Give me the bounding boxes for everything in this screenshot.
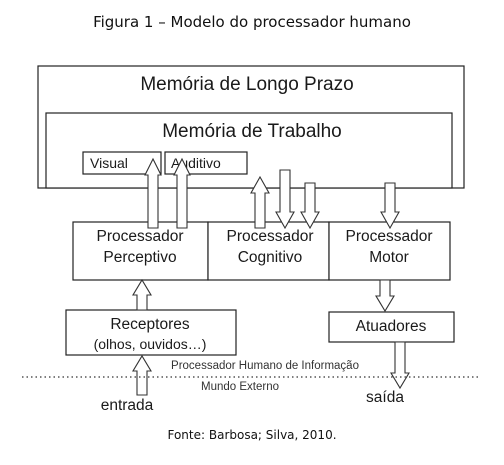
actuators-box — [328, 311, 455, 343]
receptors-label-2: (olhos, ouvidos…) — [94, 336, 207, 352]
long-term-memory-label: Memória de Longo Prazo — [140, 74, 353, 95]
perceptual-processor-box — [72, 221, 209, 281]
working-memory-box — [45, 112, 453, 189]
cognitive-up-arrow — [250, 175, 270, 229]
visual-label: Visual — [90, 155, 128, 171]
cognitive-processor-label-1: Processador — [226, 228, 313, 245]
motor-to-actuators-arrow — [375, 279, 395, 313]
human-processor-label: Processador Humano de Informação — [171, 360, 359, 372]
output-label: saída — [366, 389, 404, 406]
perceptual-to-auditivo-arrow — [173, 157, 191, 229]
figure-title: Figura 1 – Modelo do processador humano — [93, 13, 411, 31]
cognitive-down-arrow-2 — [300, 182, 320, 230]
perceptual-processor-label-2: Perceptivo — [103, 249, 176, 266]
input-arrow — [132, 354, 152, 396]
external-world-label: Mundo Externo — [201, 381, 279, 393]
perceptual-processor-label-1: Processador — [96, 228, 183, 245]
actuators-label: Atuadores — [356, 318, 427, 335]
cognitive-processor-label-2: Cognitivo — [238, 249, 303, 266]
receptors-box — [65, 309, 237, 356]
motor-processor-label-1: Processador — [345, 228, 432, 245]
output-arrow — [390, 341, 410, 390]
memory-to-motor-arrow — [380, 182, 400, 230]
figure-source: Fonte: Barbosa; Silva, 2010. — [167, 428, 337, 442]
cognitive-processor-box — [207, 221, 330, 281]
perceptual-to-visual-arrow — [144, 157, 162, 229]
working-memory-label: Memória de Trabalho — [162, 121, 342, 142]
receptors-to-perceptual-arrow — [132, 278, 152, 311]
cognitive-down-arrow-1 — [275, 169, 295, 230]
receptors-label-1: Receptores — [110, 316, 190, 333]
input-label: entrada — [101, 397, 154, 414]
visual-box — [82, 151, 162, 175]
motor-processor-label-2: Motor — [369, 249, 409, 266]
